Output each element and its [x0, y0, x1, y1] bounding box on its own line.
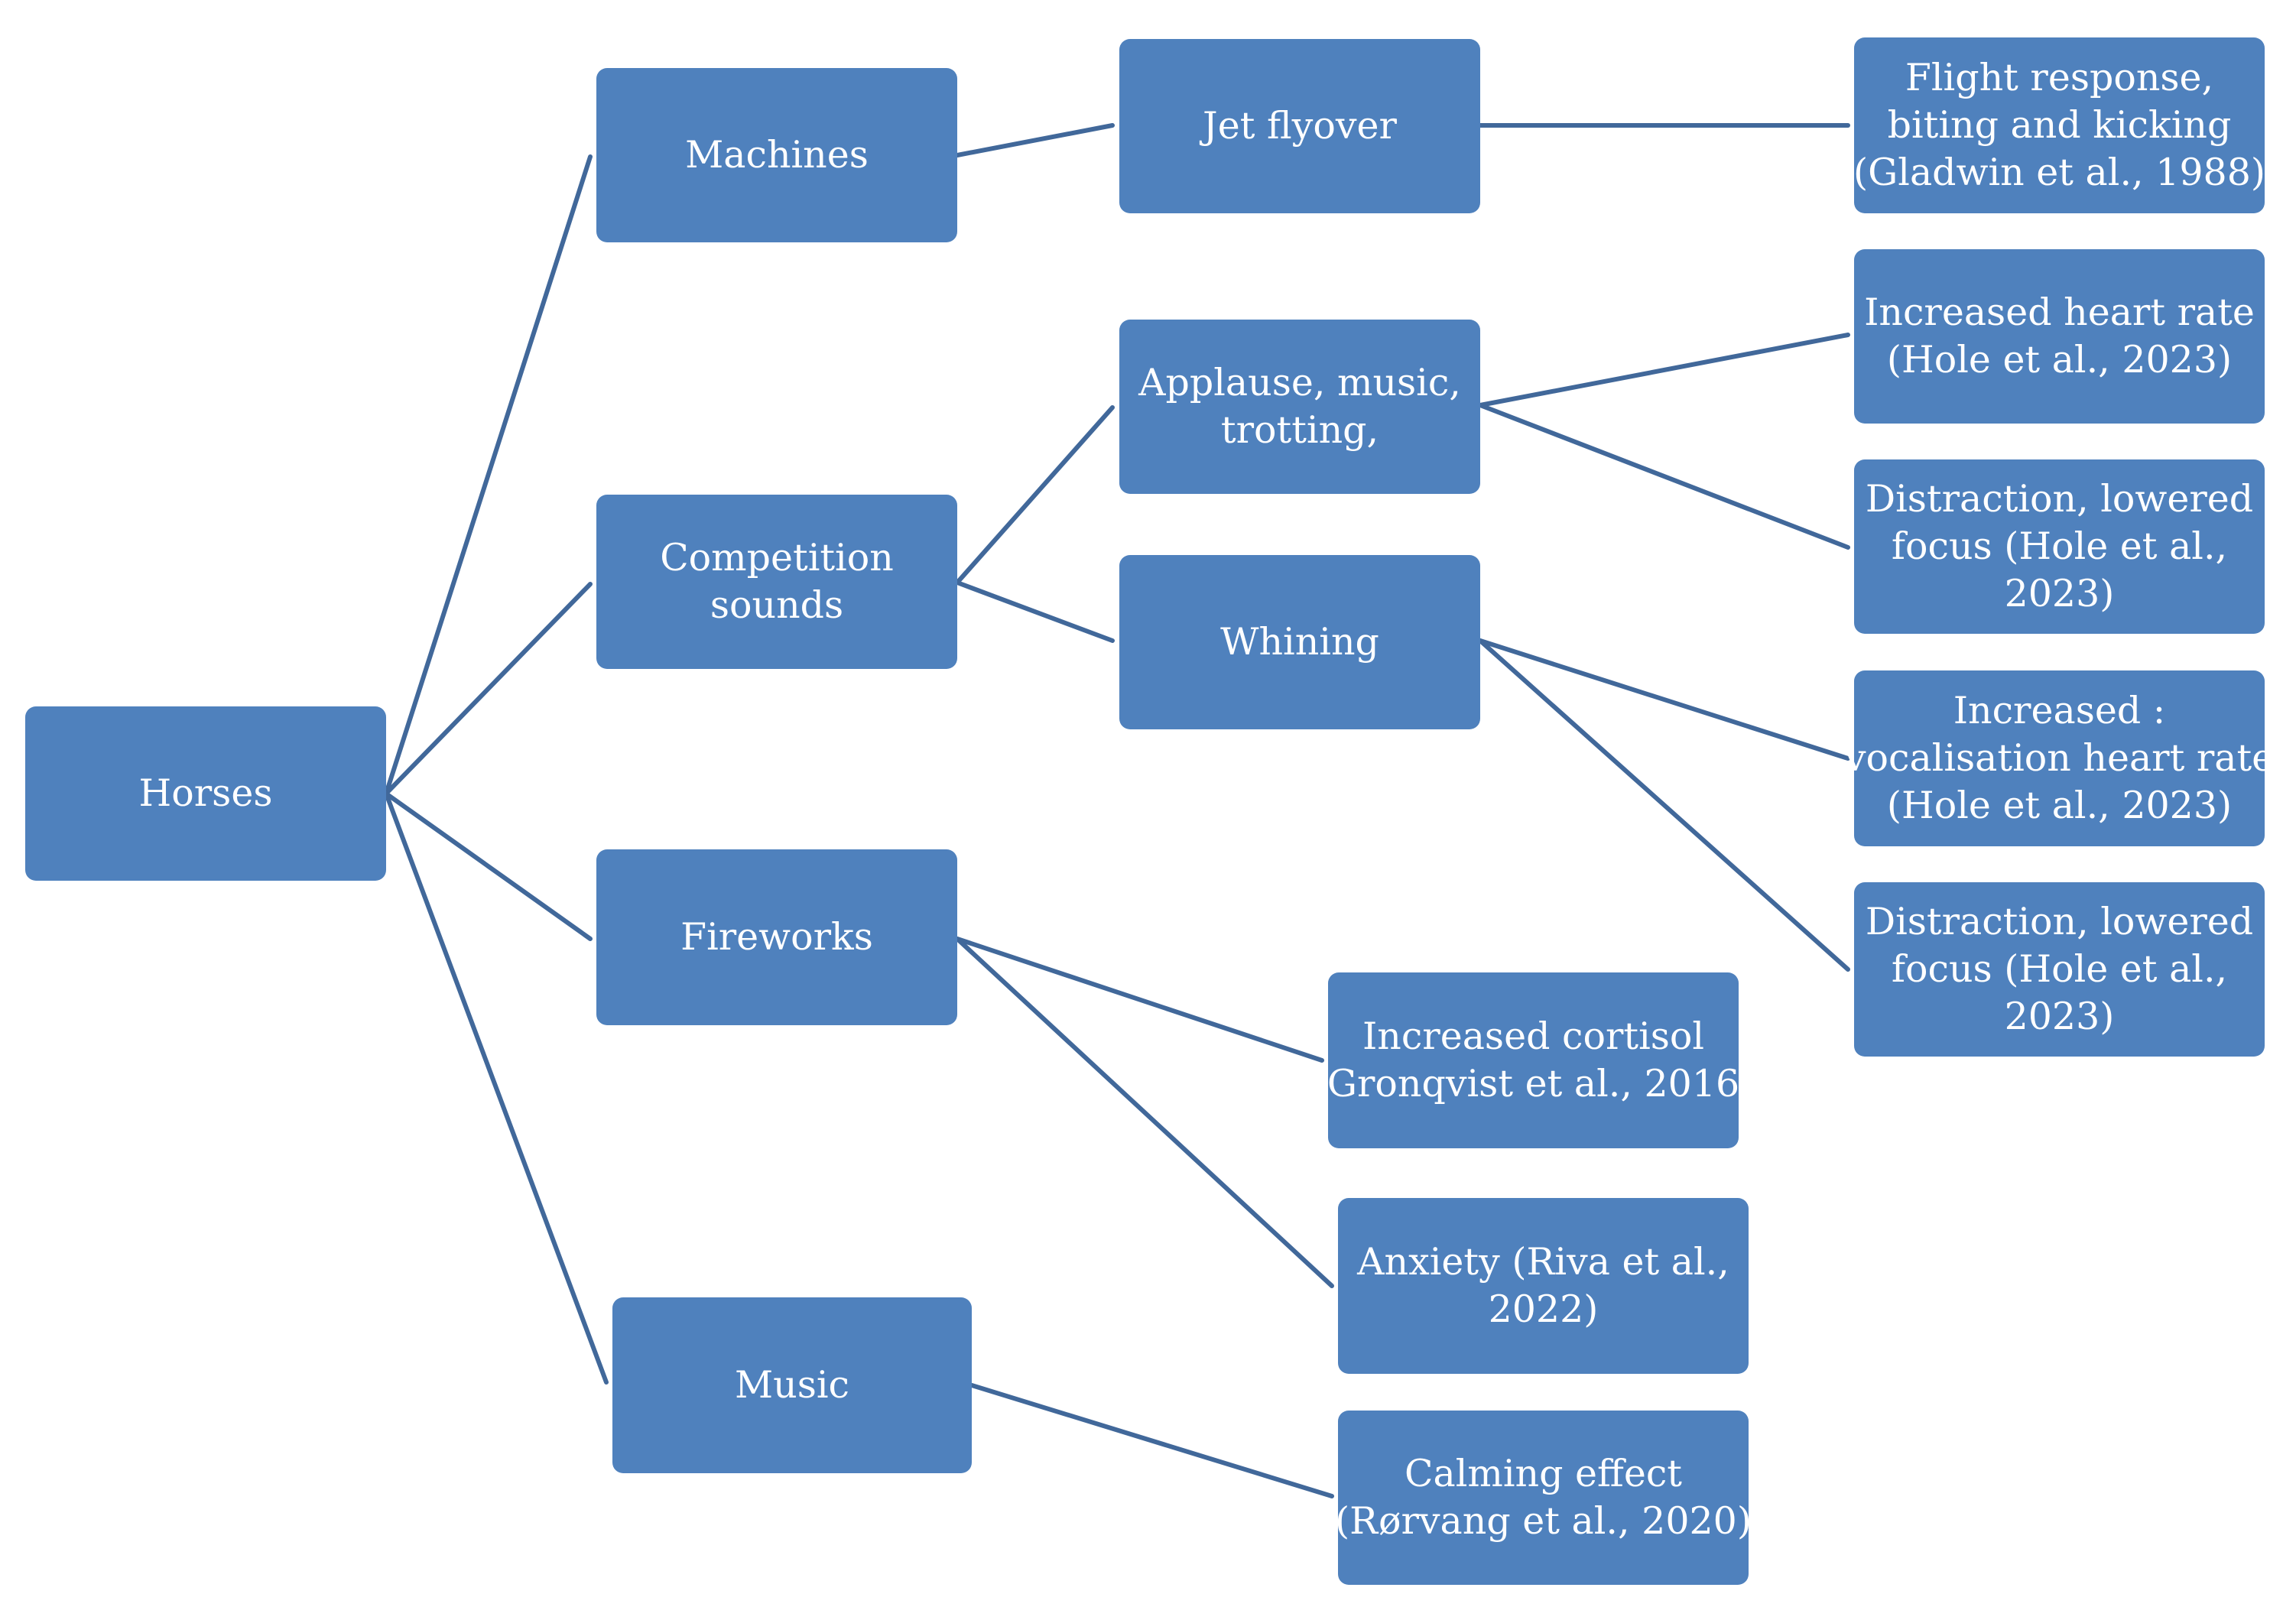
- edge-horses-competition: [384, 582, 593, 796]
- node-label-line: 2022): [1488, 1287, 1599, 1331]
- node-label-line: Horses: [138, 771, 273, 815]
- node-label-line: Increased cortisol: [1362, 1015, 1705, 1058]
- node-label-line: trotting,: [1220, 408, 1379, 452]
- node-label-line: Jet flyover: [1203, 104, 1397, 148]
- node-increased-vocalisation: Increased :vocalisation heart rate(Hole …: [1845, 670, 2274, 846]
- node-increased-heart-rate: Increased heart rate(Hole et al., 2023): [1854, 249, 2265, 424]
- node-label-line: Competition: [660, 536, 894, 579]
- edge-competition-applause: [955, 405, 1115, 585]
- node-label-line: sounds: [710, 583, 844, 627]
- node-label-line: biting and kicking: [1887, 103, 2232, 147]
- edge-music-calming: [969, 1383, 1334, 1498]
- edge-horses-fireworks: [384, 791, 593, 941]
- node-label-line: Increased :: [1953, 689, 2166, 732]
- node-label-line: Machines: [685, 133, 869, 177]
- node-machines: Machines: [596, 68, 957, 242]
- node-label-line: vocalisation heart rate: [1844, 736, 2275, 780]
- edge-machines-jet: [955, 123, 1115, 157]
- node-label-line: focus (Hole et al.,: [1891, 524, 2228, 568]
- edge-whining-vocal: [1478, 638, 1850, 761]
- node-increased-cortisol: Increased cortisol(Gronqvist et al., 201…: [1313, 972, 1754, 1148]
- node-label-line: (Gronqvist et al., 2016): [1312, 1062, 1755, 1105]
- node-label-line: (Hole et al., 2023): [1886, 338, 2233, 381]
- node-jet-flyover: Jet flyover: [1119, 39, 1480, 213]
- node-label-line: focus (Hole et al.,: [1891, 947, 2228, 991]
- node-whining: Whining: [1119, 555, 1480, 729]
- edge-competition-whining: [955, 580, 1115, 643]
- node-applause-music-trotting: Applause, music,trotting,: [1119, 320, 1480, 494]
- node-label-line: Fireworks: [680, 915, 873, 959]
- node-label-line: Anxiety (Riva et al.,: [1357, 1240, 1729, 1284]
- node-label-line: (Gladwin et al., 1988): [1853, 151, 2265, 194]
- node-label-line: Distraction, lowered: [1865, 900, 2254, 943]
- node-label-line: Increased heart rate: [1864, 291, 2255, 334]
- node-label-line: Distraction, lowered: [1865, 477, 2254, 521]
- edge-horses-music: [384, 791, 609, 1385]
- node-flight-response: Flight response,biting and kicking(Gladw…: [1853, 37, 2265, 213]
- edge-horses-machines: [384, 154, 593, 796]
- edge-fireworks-cortisol: [955, 937, 1324, 1063]
- node-label-line: 2023): [2004, 572, 2115, 615]
- edge-applause-distr1: [1478, 403, 1850, 550]
- node-music: Music: [612, 1297, 972, 1473]
- node-label-line: 2023): [2004, 995, 2115, 1038]
- node-label-line: Music: [735, 1363, 849, 1407]
- edge-whining-distr2: [1478, 638, 1850, 972]
- node-label-line: Applause, music,: [1138, 361, 1461, 404]
- node-fireworks: Fireworks: [596, 849, 957, 1025]
- node-label-line: (Rørvang et al., 2020): [1335, 1499, 1752, 1543]
- node-label-line: Flight response,: [1905, 56, 2214, 99]
- node-horses: Horses: [25, 706, 386, 881]
- node-label-line: (Hole et al., 2023): [1886, 784, 2233, 827]
- edge-fireworks-anxiety: [955, 937, 1334, 1288]
- edge-applause-hr1: [1478, 333, 1850, 407]
- node-calming-effect: Calming effect(Rørvang et al., 2020): [1335, 1411, 1752, 1585]
- node-label-line: Calming effect: [1405, 1452, 1682, 1495]
- node-label-line: Whining: [1220, 620, 1379, 664]
- node-anxiety: Anxiety (Riva et al.,2022): [1338, 1198, 1749, 1374]
